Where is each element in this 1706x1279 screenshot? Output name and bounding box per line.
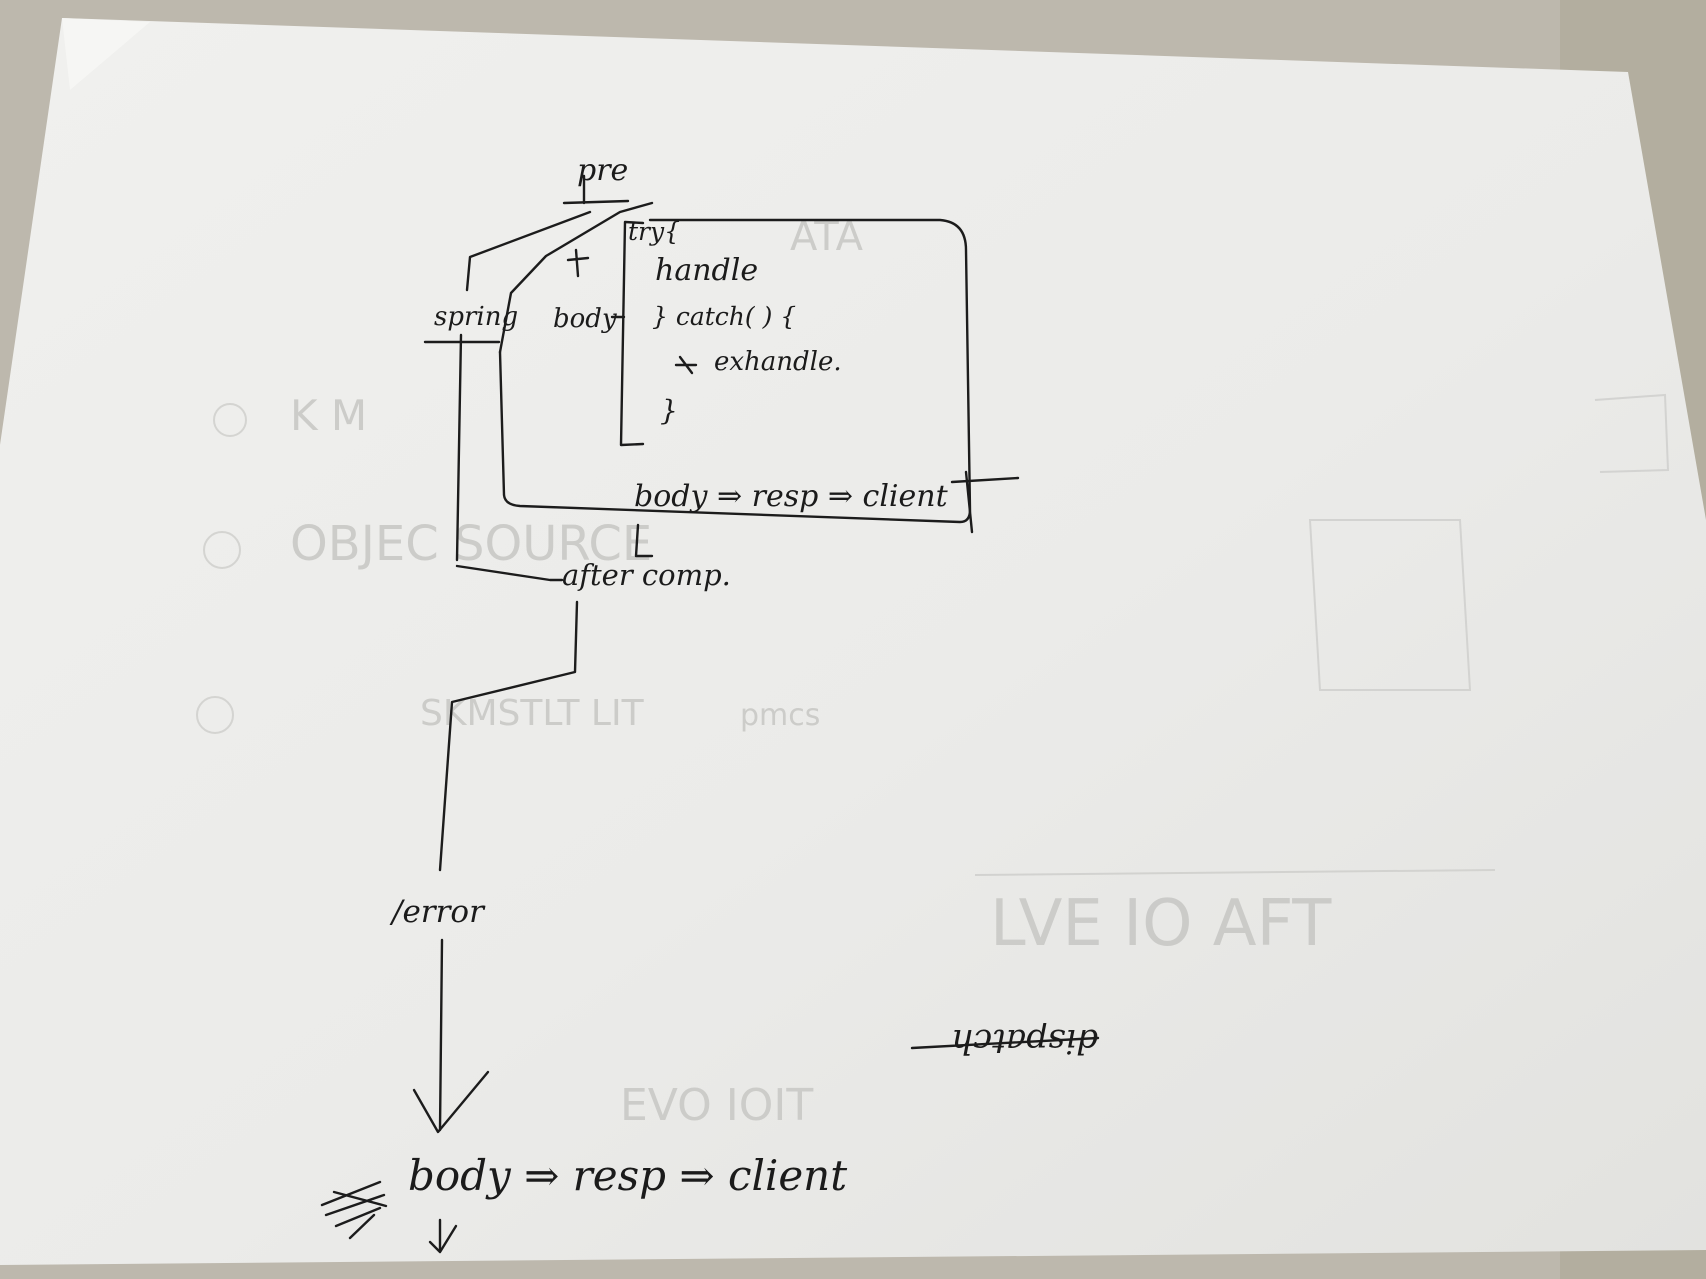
label-after-comp: after comp.: [562, 558, 731, 592]
bottom-down-arrowhead: [428, 1224, 458, 1254]
svg-text:pmcs: pmcs: [740, 698, 820, 733]
client-exit-tick: [964, 470, 974, 534]
crossed-mark: [674, 355, 698, 375]
label-exhandle: exhandle.: [714, 347, 842, 377]
label-pre: pre: [577, 153, 628, 188]
main-frame: [498, 218, 972, 524]
label-close-brace: }: [660, 394, 678, 427]
strike-line: [910, 1036, 1100, 1050]
diagram-labels: pre spring body try{ handle } catch( ) {…: [389, 153, 1098, 1200]
after-connector: [455, 564, 564, 582]
spring-left-arm: [465, 210, 592, 292]
label-error: /error: [389, 894, 486, 930]
label-spring: spring: [434, 302, 518, 332]
label-struck-word: dispatch: [951, 1021, 1098, 1061]
bottom-scribble: [320, 1180, 388, 1240]
svg-text:ATA: ATA: [790, 214, 864, 260]
scribble-mark: [566, 248, 590, 278]
label-flow-bottom: body ⇒ resp ⇒ client: [408, 1151, 847, 1200]
try-bracket: [619, 220, 645, 447]
paper-fold-corner: [62, 18, 150, 90]
svg-text:OBJEC SOURCE: OBJEC SOURCE: [290, 516, 652, 572]
pre-bar: [562, 199, 630, 205]
label-flow-top: body ⇒ resp ⇒ client: [634, 479, 949, 514]
spring-diagonal: [498, 201, 654, 354]
label-try-open: try{: [628, 217, 680, 246]
label-body: body: [553, 304, 617, 334]
after-tick: [634, 523, 654, 558]
error-arrowhead: [412, 1070, 490, 1134]
svg-text:LVE IO AFT: LVE IO AFT: [990, 887, 1332, 961]
svg-text:SKMSTLT LIT: SKMSTLT LIT: [420, 693, 645, 734]
diagram-strokes: [320, 174, 1100, 1254]
outer-left-rail: [455, 333, 463, 562]
client-exit-line: [950, 476, 1020, 484]
label-catch: } catch( ) {: [652, 302, 796, 331]
paper-sheet: [0, 18, 1706, 1265]
svg-text:K M: K M: [290, 391, 367, 440]
error-path: [438, 600, 579, 872]
error-down-arrow: [438, 938, 444, 1132]
label-handle: handle: [655, 253, 758, 288]
svg-text:EVO IOIT: EVO IOIT: [620, 1080, 813, 1131]
